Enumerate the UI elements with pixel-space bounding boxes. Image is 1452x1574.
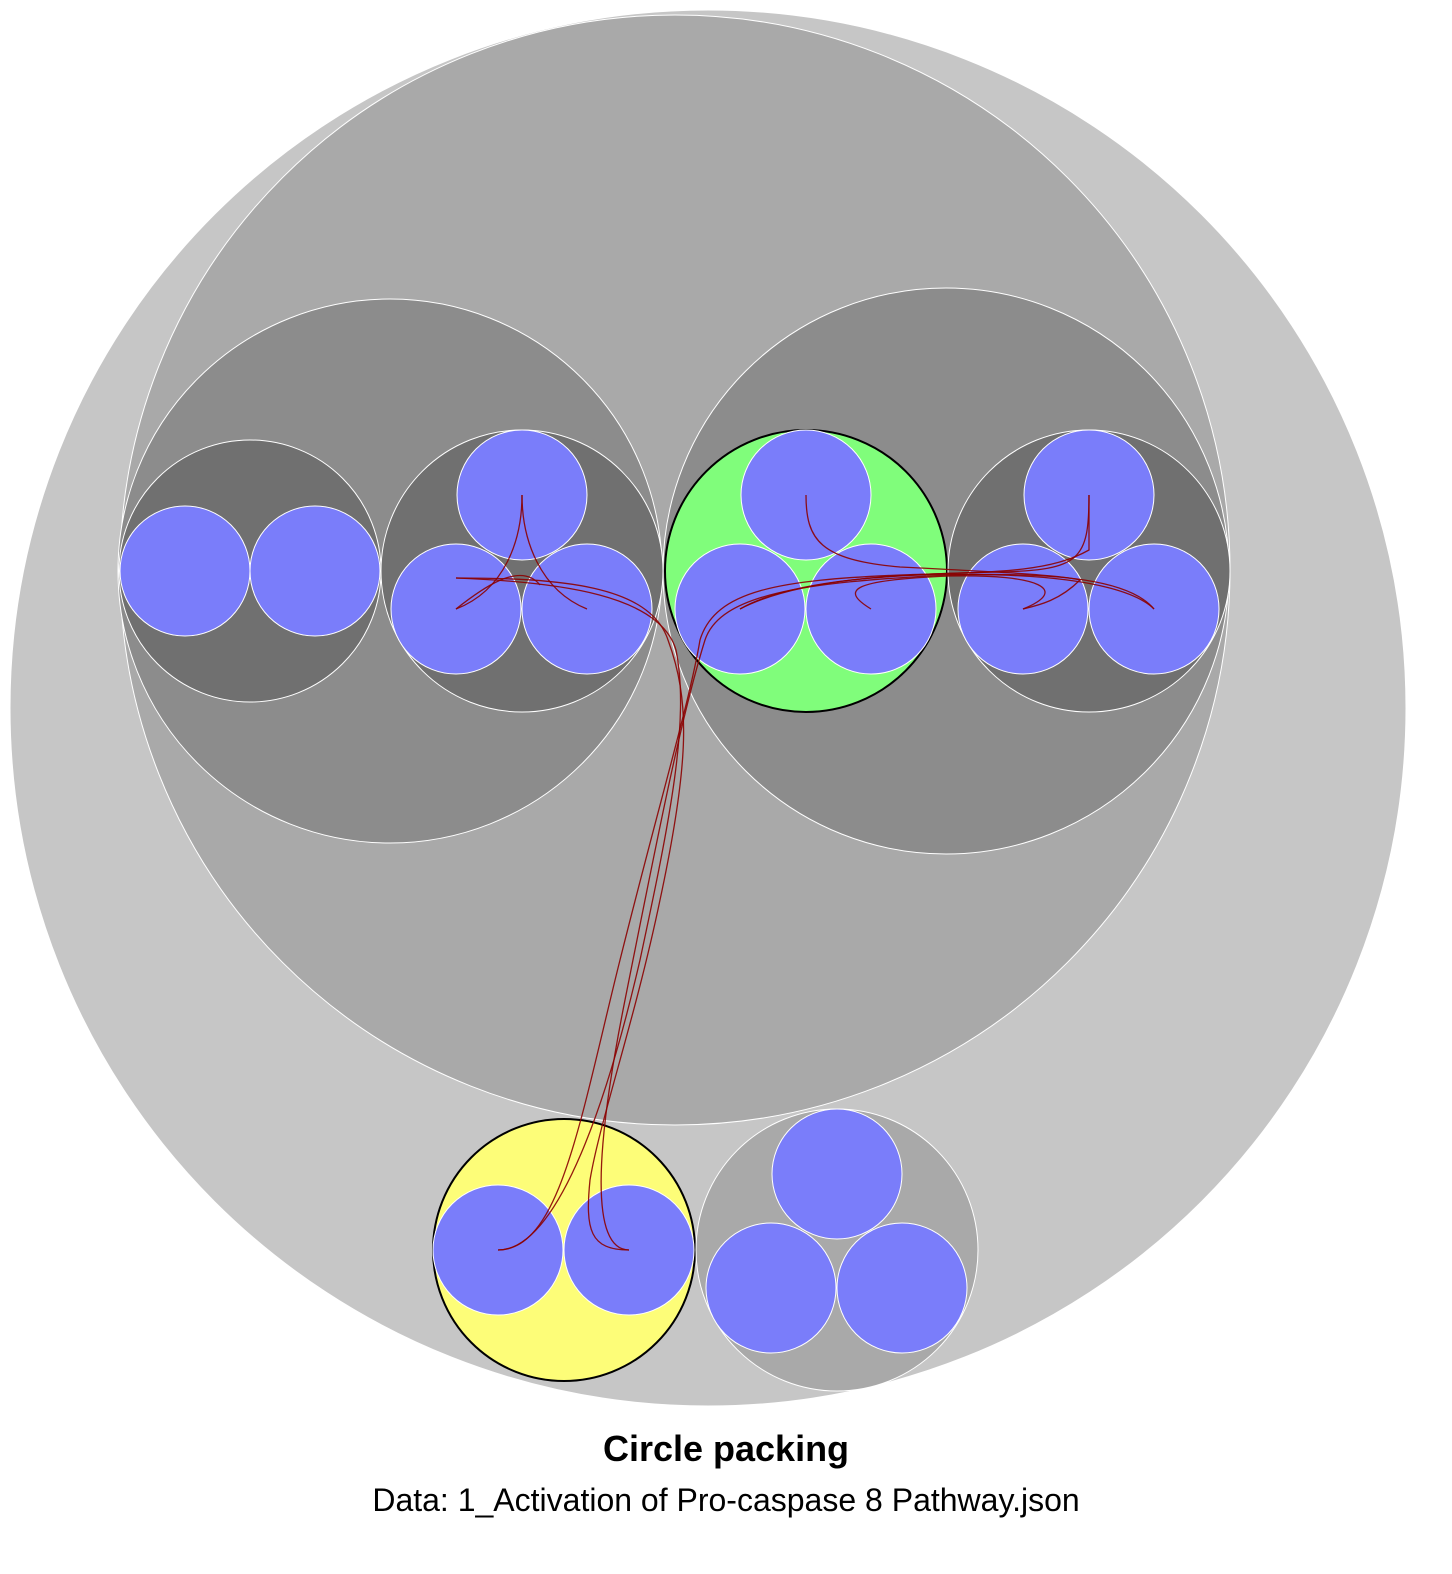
leaf-node	[119, 505, 251, 637]
leaf-node	[705, 1222, 837, 1354]
diagram-title: Circle packing	[602, 1428, 850, 1469]
leaf-node	[771, 1108, 903, 1240]
edge-link	[521, 494, 588, 610]
edge-link	[455, 577, 685, 1251]
diagram-subtitle: Data: 1_Activation of Pro-caspase 8 Path…	[372, 1482, 1080, 1518]
edge-link	[854, 575, 1046, 610]
edge-link	[600, 573, 1155, 1251]
edge-link	[455, 494, 523, 610]
edge-link	[739, 494, 1090, 610]
edge-bundles	[455, 494, 1155, 1251]
edge-link	[497, 495, 1090, 1251]
edge-link	[455, 577, 682, 1251]
leaf-node	[836, 1222, 968, 1354]
leaf-node	[249, 505, 381, 637]
